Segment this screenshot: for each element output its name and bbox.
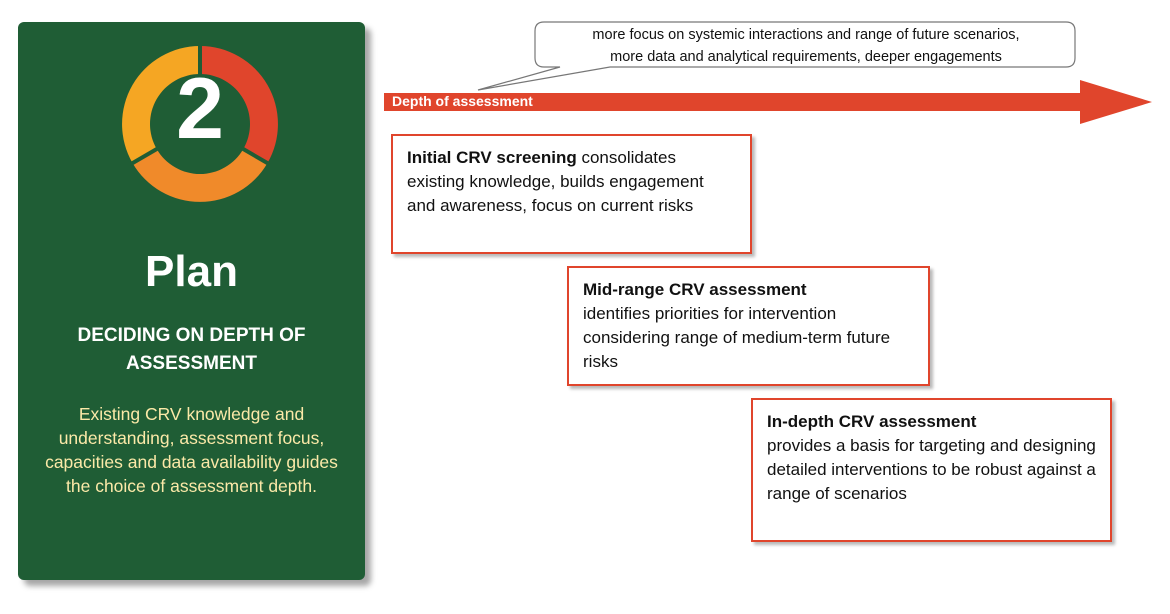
ring-segment-red bbox=[200, 46, 278, 163]
callout-text: more focus on systemic interactions and … bbox=[538, 24, 1074, 68]
depth-arrow bbox=[384, 80, 1152, 124]
depth-arrow-label: Depth of assessment bbox=[392, 93, 533, 109]
stage-title: Plan bbox=[145, 247, 238, 296]
level-description: provides a basis for targeting and desig… bbox=[767, 436, 1096, 503]
stage-panel: 2 Plan DECIDING ON DEPTH OF ASSESSMENT E… bbox=[18, 22, 365, 580]
ring-segment-yellow bbox=[122, 46, 200, 163]
callout-bubble bbox=[477, 21, 1076, 91]
callout-line-1: more focus on systemic interactions and … bbox=[592, 27, 1020, 43]
ring-segment-orange bbox=[132, 149, 268, 202]
level-description: identifies priorities for intervention c… bbox=[583, 304, 891, 371]
level-box-initial: Initial CRV screening consolidates exist… bbox=[391, 134, 752, 254]
stage-heading: DECIDING ON DEPTH OF ASSESSMENT bbox=[77, 325, 306, 374]
level-description: consolidates existing knowledge, builds … bbox=[407, 148, 704, 215]
level-title: Initial CRV screening bbox=[407, 148, 577, 167]
level-box-mid-range: Mid-range CRV assessment identifies prio… bbox=[567, 266, 930, 386]
level-title: Mid-range CRV assessment bbox=[583, 280, 807, 299]
cycle-ring-icon bbox=[122, 44, 278, 202]
stage-description: Existing CRV knowledge and understanding… bbox=[45, 404, 338, 496]
level-title: In-depth CRV assessment bbox=[767, 412, 977, 431]
callout-line-2: more data and analytical requirements, d… bbox=[610, 49, 1002, 65]
level-box-in-depth: In-depth CRV assessment provides a basis… bbox=[751, 398, 1112, 542]
step-number: 2 bbox=[176, 61, 224, 157]
